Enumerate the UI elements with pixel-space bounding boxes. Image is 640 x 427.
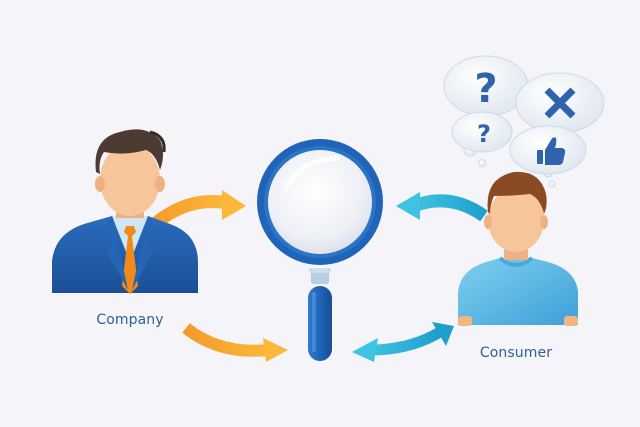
question-mark-icon: ? bbox=[474, 66, 497, 112]
bubble-thumbs-up bbox=[509, 125, 587, 175]
question-mark-icon: ? bbox=[477, 120, 491, 148]
bubble-cross bbox=[515, 72, 605, 134]
magnifying-glass-icon bbox=[257, 139, 383, 361]
consumer-avatar bbox=[458, 171, 578, 326]
thought-bubbles: ? ? bbox=[443, 55, 605, 188]
thumbs-up-icon bbox=[537, 137, 566, 165]
bubble-question-large: ? bbox=[443, 55, 529, 117]
arrow-consumer-to-research bbox=[396, 192, 488, 222]
arrow-company-lower bbox=[182, 323, 288, 362]
cross-icon bbox=[544, 87, 576, 119]
arrow-research-consumer-bidirectional bbox=[352, 322, 454, 362]
bubble-question-small: ? bbox=[451, 111, 513, 153]
consumer-label: Consumer bbox=[479, 345, 553, 361]
company-label: Company bbox=[96, 312, 164, 328]
company-avatar bbox=[52, 129, 198, 294]
